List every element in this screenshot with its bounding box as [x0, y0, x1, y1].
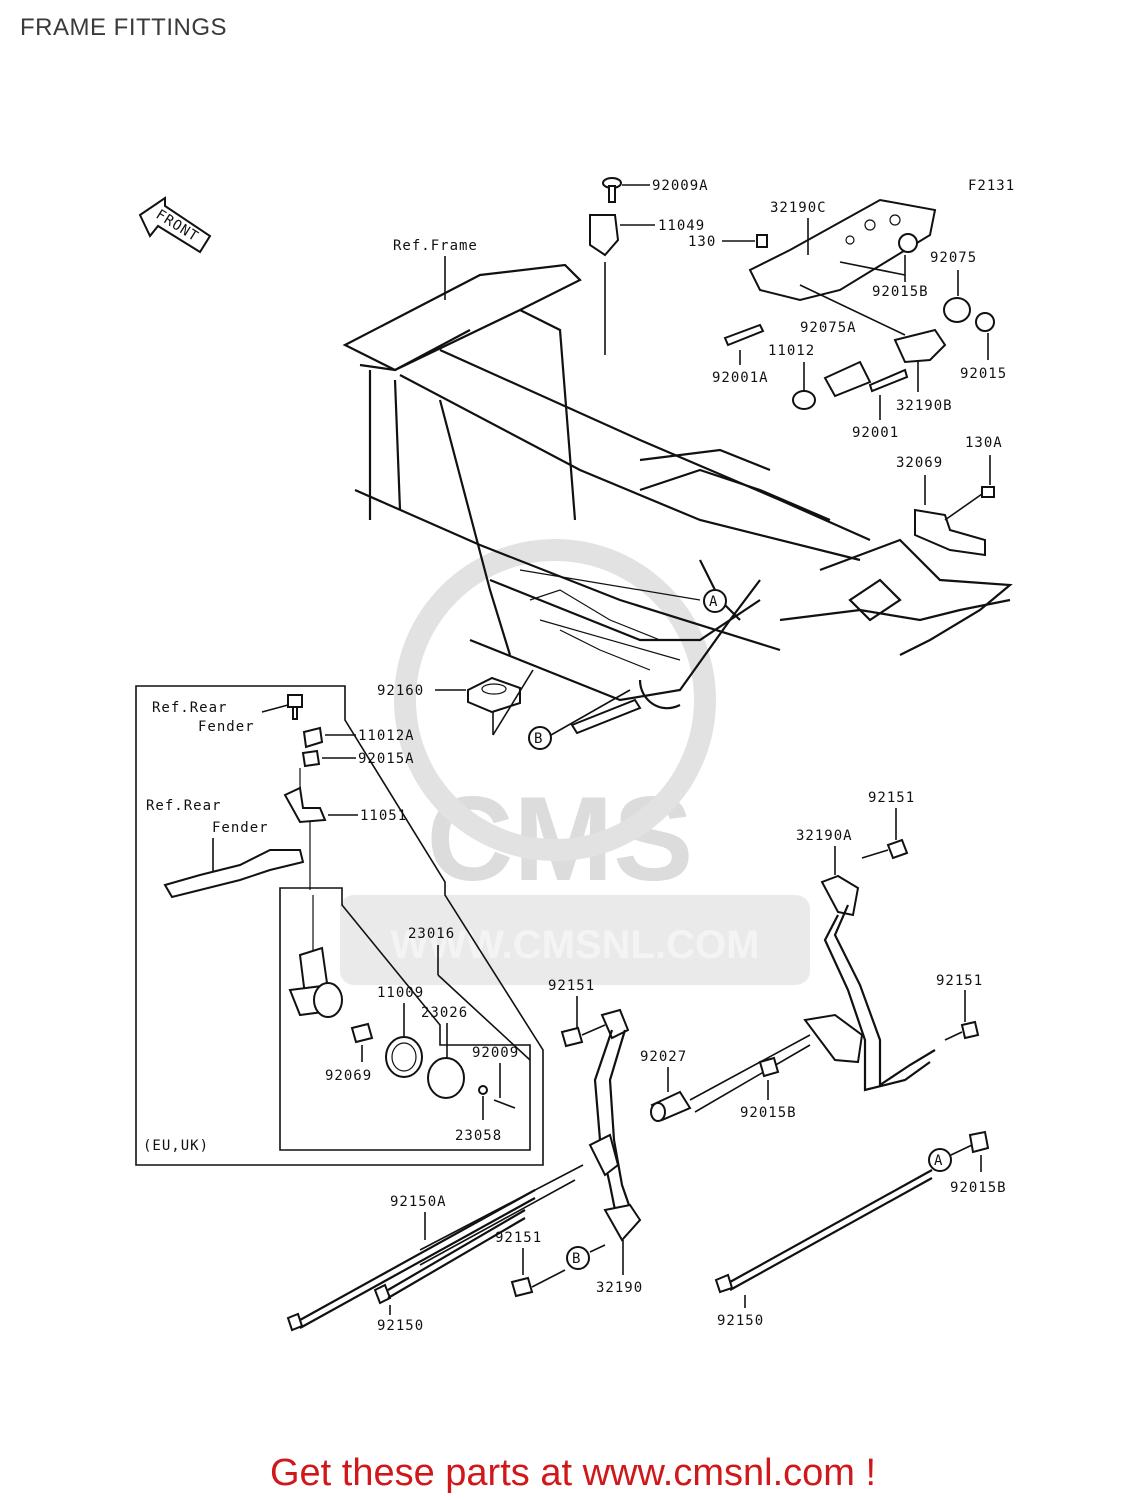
part-32190B: 32190B: [896, 398, 953, 414]
callout-b-top: B: [534, 731, 543, 747]
ref-rear-fender-1-line2: Fender: [198, 719, 255, 735]
part-92015B-mid: 92015B: [740, 1105, 797, 1121]
part-92009: 92009: [472, 1045, 519, 1061]
front-arrow-icon: FRONT: [138, 196, 212, 254]
part-32190A: 32190A: [796, 828, 853, 844]
part-11049: 11049: [658, 218, 705, 234]
part-32190: 32190: [596, 1280, 643, 1296]
part-92160-group: 92160 B: [377, 669, 642, 750]
callout-a-bottom: A: [934, 1153, 943, 1169]
part-92001A: 92001A: [712, 370, 769, 386]
part-130: 130: [688, 234, 716, 250]
ref-rear-fender-2-line2: Fender: [212, 820, 269, 836]
part-92027: 92027: [640, 1049, 687, 1065]
guard-assembly: 92151 32190A 92151 92151 92027 92015B: [286, 790, 1007, 1334]
part-23026: 23026: [421, 1005, 468, 1021]
part-23058: 23058: [455, 1128, 502, 1144]
watermark: CMS WWW.CMSNL.COM: [340, 539, 810, 985]
eu-uk-inset: Ref.Rear Fender 11012A 92015A 11051 Ref.…: [135, 685, 544, 1166]
part-92009A: 92009A: [652, 178, 709, 194]
part-92075: 92075: [930, 250, 977, 266]
svg-text:A: A: [709, 594, 718, 610]
part-92015: 92015: [960, 366, 1007, 382]
part-92150A: 92150A: [390, 1194, 447, 1210]
watermark-site: WWW.CMSNL.COM: [391, 923, 760, 967]
part-92015B-top: 92015B: [872, 284, 929, 300]
ref-rear-fender-2-line1: Ref.Rear: [146, 798, 221, 814]
part-92150-left: 92150: [377, 1318, 424, 1334]
frame-drawing: Ref.Frame: [342, 238, 1013, 710]
part-92151-a: 92151: [868, 790, 915, 806]
part-130A: 130A: [965, 435, 1003, 451]
callout-a-top: A: [703, 589, 727, 613]
part-11009: 11009: [377, 985, 424, 1001]
part-92069: 92069: [325, 1068, 372, 1084]
part-92015B-bot: 92015B: [950, 1180, 1007, 1196]
part-92150-right: 92150: [717, 1313, 764, 1329]
part-92151-c: 92151: [548, 978, 595, 994]
mount-bracket-assembly: 92009A 11049 32190C 130 92015B 92075 920…: [589, 177, 1007, 557]
part-92075A: 92075A: [800, 320, 857, 336]
footer-cta-link[interactable]: Get these parts at www.cmsnl.com !: [269, 1452, 877, 1494]
callout-b-bottom: B: [572, 1251, 581, 1267]
part-92015A: 92015A: [358, 751, 415, 767]
part-92160: 92160: [377, 683, 424, 699]
part-32069: 32069: [896, 455, 943, 471]
part-32190C: 32190C: [770, 200, 827, 216]
page-title: FRAME FITTINGS: [20, 14, 227, 41]
part-92151-b: 92151: [936, 973, 983, 989]
ref-frame-label: Ref.Frame: [393, 238, 478, 254]
part-11012: 11012: [768, 343, 815, 359]
part-92001: 92001: [852, 425, 899, 441]
part-92151-d: 92151: [495, 1230, 542, 1246]
region-label: (EU,UK): [143, 1138, 209, 1154]
part-23016: 23016: [408, 926, 455, 942]
part-11012A: 11012A: [358, 728, 415, 744]
figure-code: F2131: [968, 178, 1015, 194]
ref-rear-fender-1-line1: Ref.Rear: [152, 700, 227, 716]
part-11051: 11051: [360, 808, 407, 824]
